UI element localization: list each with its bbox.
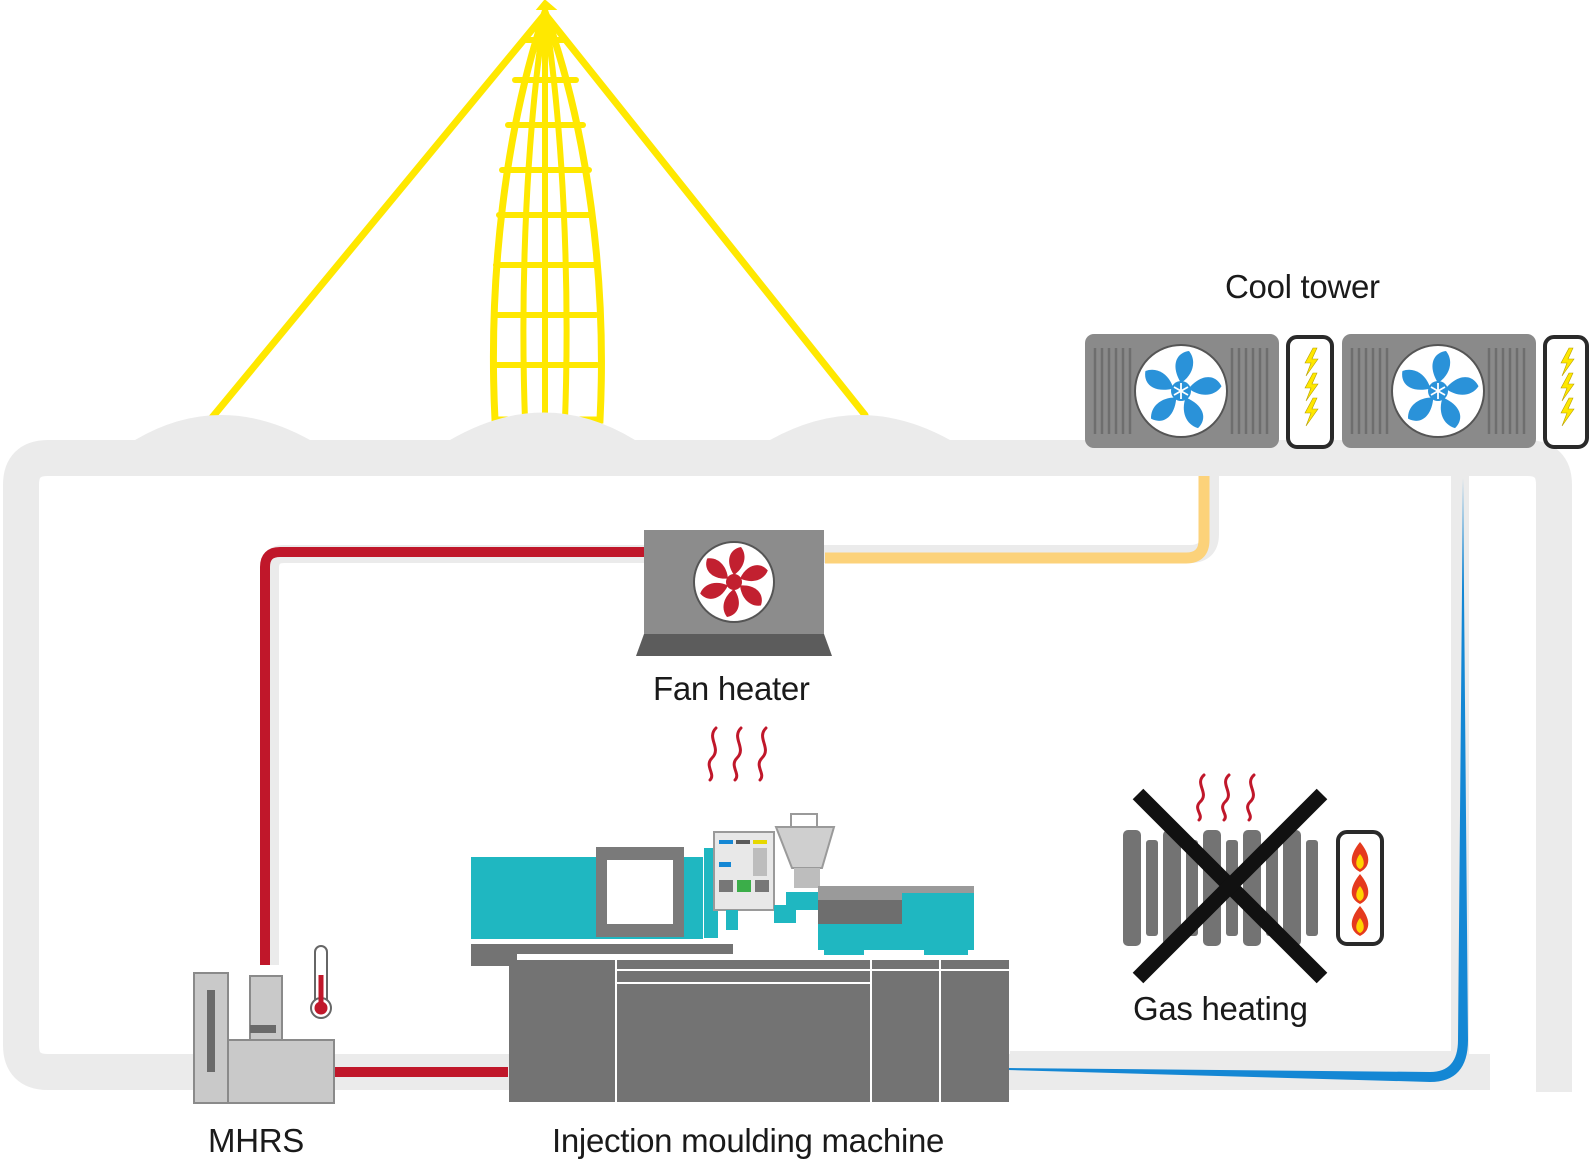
mhrs-unit (193, 972, 335, 1104)
gas-heating (1123, 773, 1384, 984)
fan-icon (1391, 344, 1485, 438)
injection-machine-label: Injection moulding machine (552, 1122, 945, 1159)
lightning-icon (1304, 347, 1319, 427)
snowflake-icon (1173, 383, 1189, 399)
injection-moulding-machine (471, 813, 1009, 1102)
gas-heating-label: Gas heating (1133, 990, 1308, 1027)
fan-icon (1134, 344, 1228, 438)
warm-circuit (825, 476, 1210, 564)
cross-icon (1132, 788, 1328, 984)
building-outline (135, 412, 950, 440)
fan-heater (636, 530, 832, 656)
cool-tower-unit-1 (1085, 334, 1334, 449)
fan-icon (693, 541, 775, 623)
thermometer-icon (310, 945, 332, 1019)
building-wall (3, 440, 1572, 1092)
mhrs-label: MHRS (208, 1122, 304, 1159)
cool-tower-unit-2 (1342, 334, 1589, 449)
flame-icon (1351, 842, 1369, 936)
lightning-icon (1560, 347, 1575, 427)
heat-waves-icon (707, 726, 768, 782)
fan-heater-label: Fan heater (653, 670, 810, 707)
snowflake-icon (1430, 383, 1446, 399)
cool-tower-label: Cool tower (1225, 268, 1380, 305)
heat-waves-icon (1196, 773, 1256, 822)
hot-circuit (260, 547, 645, 1077)
tower-structure (206, 0, 869, 424)
